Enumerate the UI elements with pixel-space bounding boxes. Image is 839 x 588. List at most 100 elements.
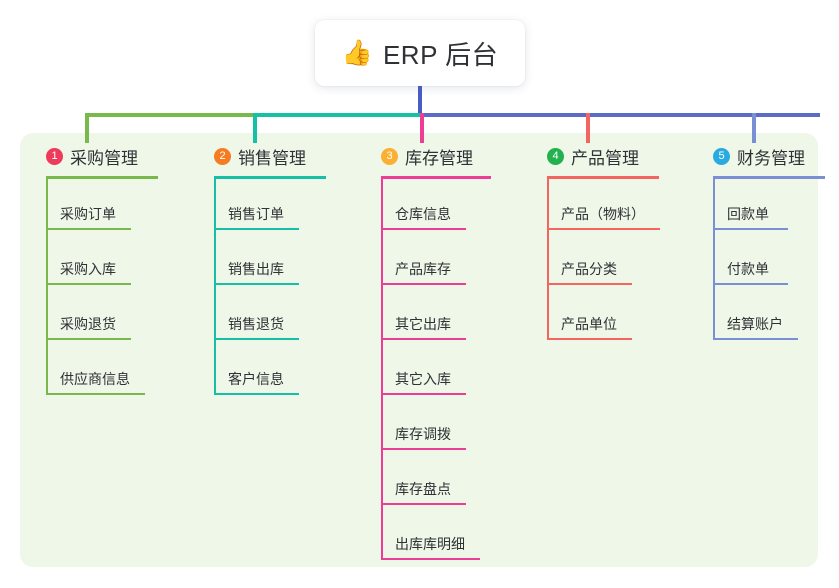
branch-item-label: 库存调拨	[395, 426, 451, 442]
branch-item-rule	[381, 338, 466, 340]
branch-index-badge: 1	[46, 147, 63, 165]
branch-header-rule	[547, 176, 659, 179]
root-node[interactable]: 👍 ERP 后台	[315, 20, 525, 86]
drop-connector-4	[586, 113, 590, 143]
branch-index-badge: 3	[381, 147, 398, 165]
branch-item[interactable]: 产品单位	[537, 289, 687, 344]
branch-spine	[214, 179, 216, 395]
branch-item-rule	[547, 228, 660, 230]
branch-item-rule	[214, 338, 299, 340]
branch-index-badge: 2	[214, 147, 231, 165]
branch-spine	[46, 179, 48, 395]
branch-header-4[interactable]: 4 产品管理	[537, 143, 687, 169]
branch-item[interactable]: 采购入库	[36, 234, 186, 289]
branch-item[interactable]: 出库库明细	[371, 509, 521, 564]
branch-item[interactable]: 其它出库	[371, 289, 521, 344]
branch-column-1: 1 采购管理采购订单采购入库采购退货供应商信息	[36, 143, 186, 399]
branch-item-rule	[713, 283, 788, 285]
branch-header-1[interactable]: 1 采购管理	[36, 143, 186, 169]
thumbs-up-icon: 👍	[341, 38, 373, 67]
branch-item[interactable]: 产品分类	[537, 234, 687, 289]
branch-item[interactable]: 库存盘点	[371, 454, 521, 509]
root-title: ERP 后台	[382, 39, 499, 70]
branch-item-rule	[214, 283, 299, 285]
branch-item-list: 产品（物料） 产品分类产品单位	[537, 179, 687, 344]
branch-item[interactable]: 产品（物料）	[537, 179, 687, 234]
branch-header-rule	[46, 176, 158, 179]
branch-header-rule	[214, 176, 326, 179]
branch-item-label: 产品库存	[395, 261, 451, 277]
branch-column-3: 3 库存管理仓库信息产品库存其它出库其它入库库存调拨库存盘点出库库明细	[371, 143, 521, 564]
branch-header-rule	[381, 176, 491, 179]
branch-item-label: 回款单	[727, 206, 769, 222]
branch-item[interactable]: 仓库信息	[371, 179, 521, 234]
branch-item[interactable]: 采购退货	[36, 289, 186, 344]
branch-item-label: 产品单位	[561, 316, 617, 332]
branch-item-rule	[214, 393, 299, 395]
branch-item[interactable]: 销售订单	[204, 179, 354, 234]
branch-item-list: 仓库信息产品库存其它出库其它入库库存调拨库存盘点出库库明细	[371, 179, 521, 564]
branch-title: 库存管理	[405, 148, 473, 168]
branch-item-label: 其它入库	[395, 371, 451, 387]
branch-title: 采购管理	[70, 148, 138, 168]
bus-segment-1	[85, 113, 253, 117]
branch-item-rule	[46, 228, 131, 230]
branch-item-label: 出库库明细	[395, 536, 465, 552]
branch-item-rule	[547, 338, 632, 340]
branch-item-rule	[381, 558, 480, 560]
root-stem-connector	[418, 86, 422, 115]
branch-item[interactable]: 销售出库	[204, 234, 354, 289]
branch-item-label: 付款单	[727, 261, 769, 277]
branch-item[interactable]: 回款单	[703, 179, 839, 234]
branch-item-label: 采购退货	[60, 316, 116, 332]
drop-connector-1	[85, 113, 89, 143]
diagram-background-panel	[20, 133, 818, 567]
branch-item-rule	[381, 393, 466, 395]
branch-title: 销售管理	[238, 148, 306, 168]
branch-item-label: 其它出库	[395, 316, 451, 332]
branch-item[interactable]: 客户信息	[204, 344, 354, 399]
branch-column-4: 4 产品管理产品（物料） 产品分类产品单位	[537, 143, 687, 344]
branch-title: 财务管理	[737, 148, 805, 168]
branch-item-label: 供应商信息	[60, 371, 130, 387]
drop-connector-3	[420, 113, 424, 143]
branch-item-rule	[381, 283, 466, 285]
branch-item[interactable]: 结算账户	[703, 289, 839, 344]
branch-item-rule	[46, 393, 145, 395]
bus-segment-3	[420, 113, 820, 117]
branch-item[interactable]: 供应商信息	[36, 344, 186, 399]
branch-item-rule	[46, 338, 131, 340]
branch-item-label: 仓库信息	[395, 206, 451, 222]
branch-item-rule	[713, 228, 788, 230]
branch-title: 产品管理	[571, 148, 639, 168]
branch-item-rule	[381, 228, 466, 230]
branch-spine	[713, 179, 715, 340]
branch-item-label: 销售订单	[228, 206, 284, 222]
branch-index-badge: 4	[547, 147, 564, 165]
branch-item-rule	[214, 228, 299, 230]
branch-item-list: 采购订单采购入库采购退货供应商信息	[36, 179, 186, 399]
branch-item-label: 产品分类	[561, 261, 617, 277]
branch-item-label: 客户信息	[228, 371, 284, 387]
branch-header-3[interactable]: 3 库存管理	[371, 143, 521, 169]
branch-item[interactable]: 采购订单	[36, 179, 186, 234]
branch-header-2[interactable]: 2 销售管理	[204, 143, 354, 169]
branch-header-rule	[713, 176, 825, 179]
branch-column-2: 2 销售管理销售订单销售出库销售退货客户信息	[204, 143, 354, 399]
branch-item-rule	[381, 503, 466, 505]
branch-item[interactable]: 销售退货	[204, 289, 354, 344]
branch-item[interactable]: 产品库存	[371, 234, 521, 289]
branch-item-label: 库存盘点	[395, 481, 451, 497]
branch-spine	[547, 179, 549, 340]
branch-item[interactable]: 库存调拨	[371, 399, 521, 454]
branch-item[interactable]: 付款单	[703, 234, 839, 289]
drop-connector-2	[253, 113, 257, 143]
bus-segment-2	[253, 113, 420, 117]
branch-item-list: 回款单付款单结算账户	[703, 179, 839, 344]
branch-item-rule	[381, 448, 466, 450]
branch-item[interactable]: 其它入库	[371, 344, 521, 399]
branch-item-rule	[46, 283, 131, 285]
branch-item-label: 产品（物料）	[561, 206, 645, 222]
branch-item-label: 销售出库	[228, 261, 284, 277]
